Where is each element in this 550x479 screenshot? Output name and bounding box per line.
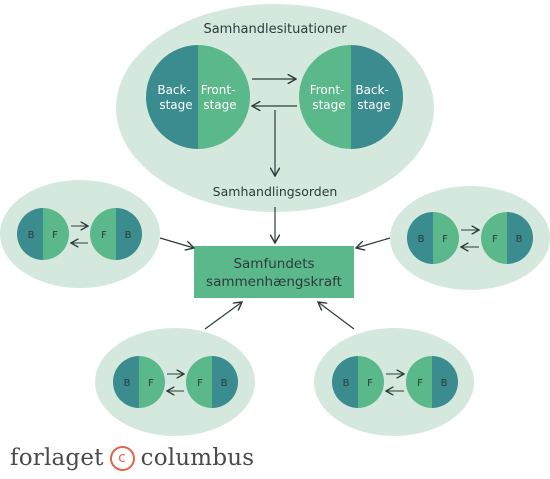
small-left-person-circle [407,212,459,264]
small-left-person-circle [17,208,69,260]
small-cluster-bubble [0,180,160,288]
top-cluster-title: Samhandlesituationer [203,22,347,37]
small-right-frontstage-letter: F [492,234,498,245]
small-right-person-circle [90,208,142,260]
small-left-backstage-letter: B [28,230,35,241]
top-situation-cluster: Samhandlesituationer Back- stage Front- … [116,4,434,212]
right-person-circle [299,45,403,149]
publisher-logo: forlaget c columbus [10,441,254,475]
small-left-person-circle [113,356,165,408]
left-person-circle [146,45,250,149]
small-cluster-bubble [314,328,474,436]
small-left-person-circle [332,356,384,408]
interaction-order-label: Samhandlingsorden [213,184,338,199]
center-box-line1: Samfundets [233,256,314,272]
small-right-frontstage-letter: F [197,378,203,389]
publisher-copyright-icon: c [109,445,135,471]
small-left-frontstage-letter: F [367,378,373,389]
small-left-backstage-letter: B [124,378,131,389]
small-right-frontstage-letter: F [101,230,107,241]
publisher-name-left: forlaget [10,445,104,471]
small-clusters: B F F B B F F B B F F B B F F B [0,180,550,436]
small-left-backstage-letter: B [343,378,350,389]
left-frontstage-label: Front- stage [201,83,240,112]
center-box: Samfundets sammenhængskraft [194,246,354,298]
small-left-backstage-letter: B [418,234,425,245]
small-right-backstage-letter: B [125,230,132,241]
small-right-backstage-letter: B [516,234,523,245]
right-frontstage-label: Front- stage [310,83,349,112]
left-backstage-label: Back- stage [157,83,194,112]
small-left-frontstage-letter: F [52,230,58,241]
small-cluster-bubble [95,328,255,436]
center-box-rect [194,246,354,298]
right-backstage-label: Back- stage [355,83,392,112]
small-left-frontstage-letter: F [442,234,448,245]
publisher-name-right: columbus [140,445,255,471]
small-right-backstage-letter: B [441,378,448,389]
small-right-frontstage-letter: F [417,378,423,389]
small-left-frontstage-letter: F [148,378,154,389]
arrow-left-upper-to-center [159,237,194,248]
arrow-left-lower-to-center [204,302,242,330]
arrow-right-upper-to-center [356,237,391,248]
small-right-backstage-letter: B [221,378,228,389]
small-right-person-circle [186,356,238,408]
small-right-person-circle [406,356,458,408]
arrow-right-lower-to-center [318,302,355,330]
small-right-person-circle [481,212,533,264]
small-cluster-bubble [390,186,550,290]
center-box-line2: sammenhængskraft [206,274,342,290]
